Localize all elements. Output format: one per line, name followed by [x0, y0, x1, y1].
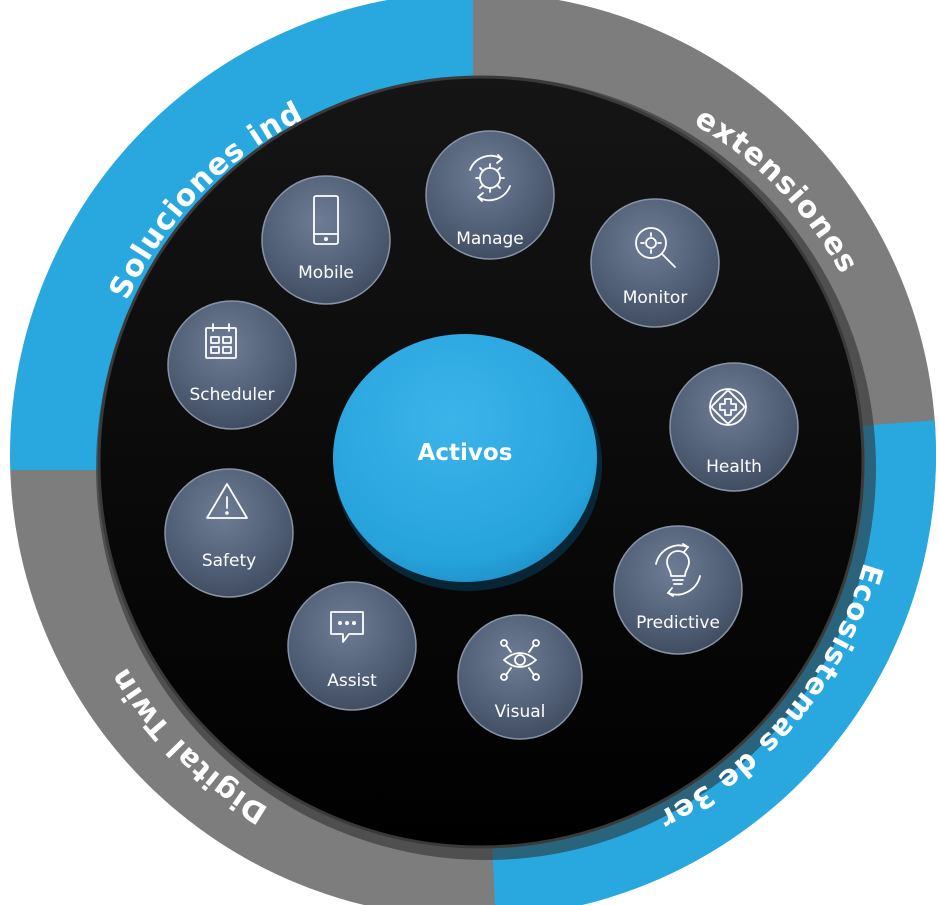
module-monitor[interactable]: Monitor: [590, 198, 720, 328]
gear-magnifier-icon: [635, 227, 676, 268]
module-label: Monitor: [623, 288, 688, 308]
module-label: Safety: [202, 551, 256, 571]
module-safety[interactable]: Safety: [164, 468, 294, 598]
module-visual[interactable]: Visual: [457, 614, 583, 740]
module-label: Visual: [495, 702, 546, 722]
module-predictive[interactable]: Predictive: [613, 525, 743, 655]
gear-cycle-icon: [469, 154, 511, 202]
module-label: Mobile: [298, 263, 354, 283]
plus-shield-icon: [709, 388, 747, 426]
warning-triangle-icon: [206, 483, 248, 519]
module-health[interactable]: Health: [669, 362, 799, 492]
chat-bubble-icon: [330, 611, 364, 643]
lightbulb-cycle-icon: [655, 543, 701, 597]
mobile-phone-icon: [313, 195, 339, 245]
module-assist[interactable]: Assist: [287, 581, 417, 711]
module-ring: Manage Monitor Health: [164, 130, 799, 740]
module-scheduler[interactable]: Scheduler: [167, 300, 297, 430]
center-hub[interactable]: Activos: [333, 334, 602, 591]
module-manage[interactable]: Manage: [425, 130, 555, 260]
module-mobile[interactable]: Mobile: [261, 175, 391, 305]
module-label: Manage: [456, 229, 524, 249]
module-label: Scheduler: [189, 385, 274, 405]
calendar-icon: [205, 323, 237, 359]
module-label: Health: [706, 457, 762, 477]
eye-network-icon: [500, 639, 540, 681]
center-label: Activos: [418, 440, 513, 466]
module-label: Assist: [327, 671, 377, 691]
module-label: Predictive: [636, 613, 720, 633]
